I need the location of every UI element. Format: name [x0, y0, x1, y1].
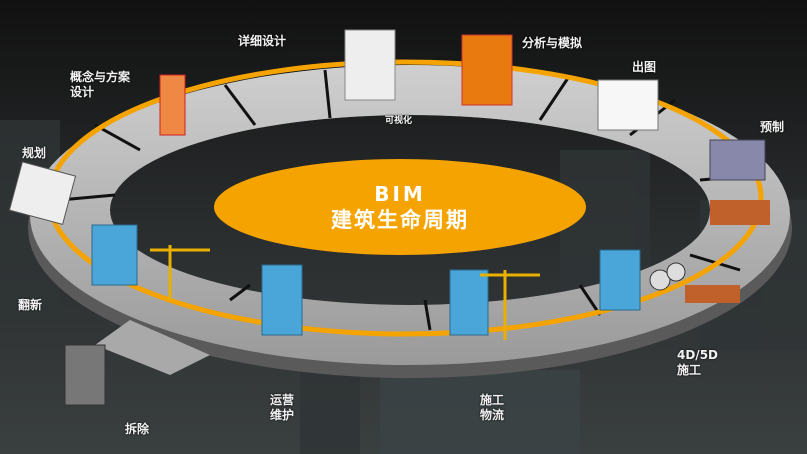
- label-concept-line2: 设计: [70, 85, 95, 99]
- label-analysis: 分析与模拟: [522, 36, 583, 50]
- label-operation: 运营 维护: [270, 393, 294, 423]
- label-drawings: 出图: [632, 60, 657, 74]
- label-logistics: 施工 物流: [480, 393, 504, 423]
- label-concept-line1: 概念与方案: [70, 70, 131, 84]
- center-ellipse: [214, 159, 586, 255]
- label-logistics-line1: 施工: [480, 393, 505, 407]
- center-title: BIM 建筑生命周期: [215, 160, 585, 256]
- label-planning: 规划: [22, 146, 47, 160]
- label-construction: 4D/5D 施工: [677, 348, 718, 378]
- label-detail-design: 详细设计: [238, 34, 287, 48]
- label-concept: 概念与方案 设计: [70, 70, 130, 100]
- title-bim: BIM: [374, 182, 426, 206]
- building-illustrations: [8, 29, 770, 406]
- label-construction-line2: 施工: [677, 363, 702, 377]
- label-visualization: 可视化: [385, 116, 413, 126]
- label-demolition: 拆除: [125, 422, 150, 436]
- label-operation-line2: 维护: [270, 408, 295, 422]
- label-renovation: 翻新: [18, 298, 43, 312]
- label-logistics-line2: 物流: [480, 408, 505, 422]
- title-lifecycle: 建筑生命周期: [331, 208, 469, 232]
- label-construction-line1: 4D/5D: [677, 348, 719, 362]
- demolition-tab: [95, 320, 210, 375]
- label-prefab: 预制: [760, 120, 785, 134]
- label-operation-line1: 运营: [270, 393, 295, 407]
